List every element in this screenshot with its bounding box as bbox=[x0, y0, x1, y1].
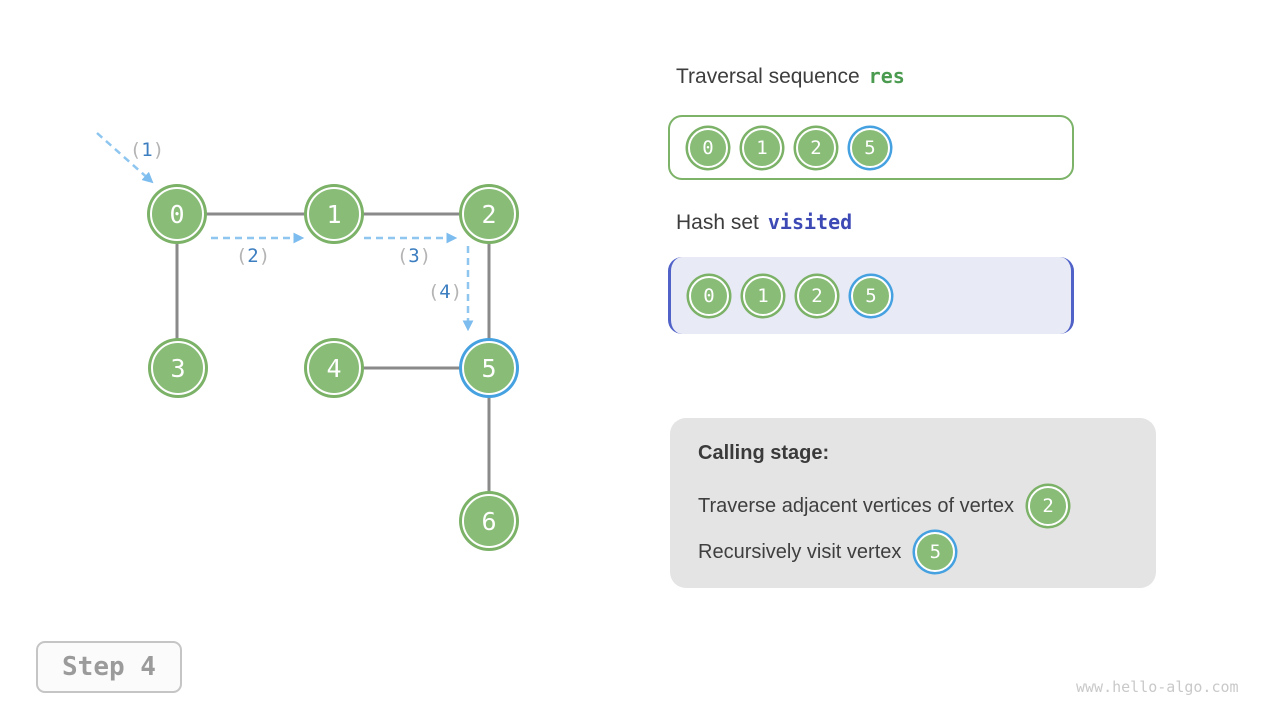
arrow-label-1-num: 1 bbox=[141, 139, 153, 161]
step-badge: Step 4 bbox=[36, 641, 182, 693]
arrow-label-2-close: ) bbox=[258, 245, 271, 267]
visited-item-3: 5 bbox=[851, 275, 891, 316]
hash-set-code: visited bbox=[767, 210, 853, 234]
graph-node-4-label: 4 bbox=[326, 353, 342, 383]
traversal-sequence-code: res bbox=[868, 64, 905, 88]
arrow-label-3-open: ( bbox=[396, 245, 409, 267]
graph-node-3: 3 bbox=[151, 341, 205, 395]
calling-line-1-node: 2 bbox=[1028, 486, 1069, 526]
traversal-arrow-1 bbox=[96, 132, 154, 184]
calling-line-2-text: Recursively visit vertex bbox=[698, 540, 902, 563]
calling-line-2-node: 5 bbox=[915, 532, 956, 572]
traversal-sequence-title-text: Traversal sequence bbox=[676, 65, 860, 88]
arrow-label-1: (1) bbox=[130, 139, 164, 161]
arrow-label-4-close: ) bbox=[450, 281, 463, 303]
graph-node-4: 4 bbox=[307, 341, 361, 395]
hash-set-title-text: Hash set bbox=[676, 211, 759, 234]
res-item-1: 1 bbox=[742, 127, 782, 168]
graph-node-2-label: 2 bbox=[481, 199, 497, 229]
graph-node-1: 1 bbox=[307, 187, 361, 241]
res-item-0: 0 bbox=[688, 127, 728, 168]
hash-set-title: Hash set visited bbox=[676, 210, 852, 235]
calling-line-1-text: Traverse adjacent vertices of vertex bbox=[698, 494, 1015, 517]
arrow-label-1-open: ( bbox=[129, 139, 142, 161]
calling-line-1: Traverse adjacent vertices of vertex 2 bbox=[698, 483, 1128, 529]
calling-stage-title: Calling stage: bbox=[698, 442, 830, 464]
arrow-label-2: (2) bbox=[236, 245, 270, 267]
res-item-2: 2 bbox=[796, 127, 836, 168]
graph-node-5: 5 bbox=[462, 341, 516, 395]
visited-item-2: 2 bbox=[797, 275, 837, 316]
visited-item-0: 0 bbox=[689, 275, 729, 316]
calling-line-2: Recursively visit vertex 5 bbox=[698, 529, 1128, 575]
visited-item-1: 1 bbox=[743, 275, 783, 316]
arrow-label-4-num: 4 bbox=[439, 281, 451, 303]
traversal-sequence-title: Traversal sequence res bbox=[676, 64, 905, 89]
graph-node-1-label: 1 bbox=[326, 199, 342, 229]
arrow-label-3-close: ) bbox=[419, 245, 432, 267]
graph-node-2: 2 bbox=[462, 187, 516, 241]
calling-stage-box: Calling stage: Traverse adjacent vertice… bbox=[670, 418, 1156, 588]
graph-node-6: 6 bbox=[462, 494, 516, 548]
arrow-label-1-close: ) bbox=[152, 139, 165, 161]
graph-node-0: 0 bbox=[150, 187, 204, 241]
arrow-label-4: (4) bbox=[428, 281, 462, 303]
graph-drawing bbox=[96, 132, 491, 521]
arrow-label-2-num: 2 bbox=[247, 245, 259, 267]
graph-node-0-label: 0 bbox=[169, 199, 185, 229]
graph-node-6-label: 6 bbox=[481, 506, 497, 536]
arrow-label-3: (3) bbox=[397, 245, 431, 267]
watermark: www.hello-algo.com bbox=[1076, 678, 1239, 696]
arrow-label-2-open: ( bbox=[235, 245, 248, 267]
graph-node-3-label: 3 bbox=[170, 353, 186, 383]
arrow-label-3-num: 3 bbox=[408, 245, 420, 267]
graph-node-5-label: 5 bbox=[481, 353, 497, 383]
traversal-sequence-box: 0 1 2 5 bbox=[668, 115, 1074, 180]
hash-set-box: 0 1 2 5 bbox=[668, 257, 1074, 334]
arrow-label-4-open: ( bbox=[427, 281, 440, 303]
res-item-3: 5 bbox=[850, 127, 890, 168]
